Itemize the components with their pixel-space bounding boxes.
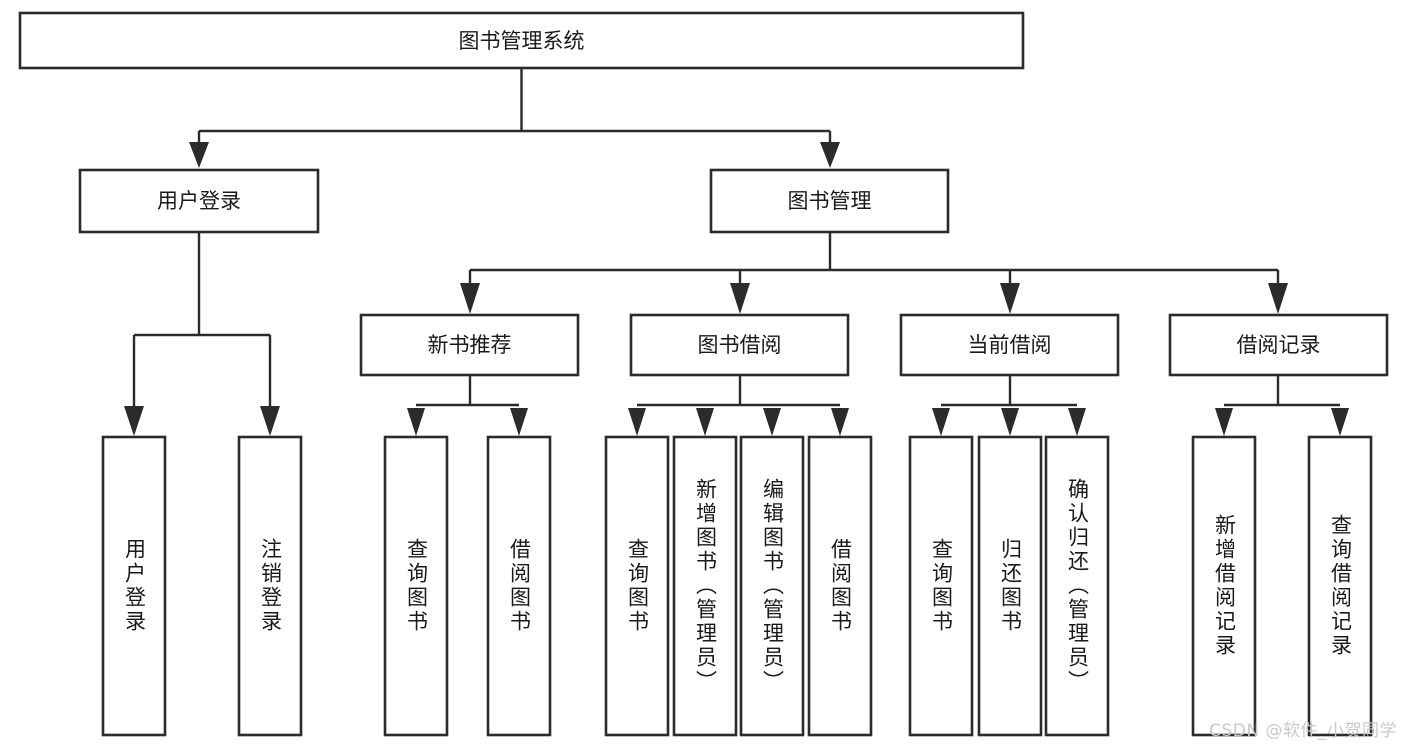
node-root[interactable]: 图书管理系统 bbox=[18, 11, 1025, 70]
node-leaf-borrow-book-1-rect[interactable] bbox=[486, 435, 552, 737]
node-leaf-query-book-3-rect[interactable] bbox=[908, 435, 974, 737]
node-leaf-edit-book-rect[interactable] bbox=[739, 435, 805, 737]
node-leaf-user-login-rect[interactable] bbox=[101, 435, 167, 737]
csdn-watermark: CSDN @软件_小贺同学 bbox=[1209, 721, 1397, 741]
node-book-borrow-rect[interactable] bbox=[629, 313, 850, 377]
arrowhead-leaf-user-login bbox=[124, 406, 144, 436]
node-current-borrow-label: 当前借阅 bbox=[968, 333, 1052, 357]
arrowhead-leaf-logout-login bbox=[260, 406, 280, 436]
node-borrow-record-label: 借阅记录 bbox=[1237, 333, 1321, 357]
arrowhead-new-book-recommend bbox=[460, 283, 480, 314]
node-leaf-query-book-2-rect[interactable] bbox=[604, 435, 670, 737]
node-borrow-record[interactable]: 借阅记录 bbox=[1168, 313, 1389, 377]
node-book-borrow-label: 图书借阅 bbox=[698, 333, 782, 357]
node-root-label: 图书管理系统 bbox=[459, 29, 585, 53]
node-leaf-logout-login-rect[interactable] bbox=[237, 435, 303, 737]
node-leaf-add-book-rect[interactable] bbox=[672, 435, 738, 737]
arrowhead-leaf-query-book-1 bbox=[407, 408, 425, 436]
node-leaf-query-record-rect[interactable] bbox=[1307, 435, 1373, 737]
node-borrow-record-rect[interactable] bbox=[1168, 313, 1389, 377]
node-new-book-recommend[interactable]: 新书推荐 bbox=[359, 313, 580, 377]
arrowhead-leaf-add-record bbox=[1215, 408, 1233, 436]
node-leaf-query-book-1-rect[interactable] bbox=[383, 435, 449, 737]
node-leaf-confirm-return-rect[interactable] bbox=[1044, 435, 1110, 737]
arrowhead-borrow-record bbox=[1268, 283, 1288, 314]
arrowhead-leaf-query-record bbox=[1331, 408, 1349, 436]
arrowhead-leaf-confirm-return bbox=[1068, 408, 1086, 436]
node-book-manage-rect[interactable] bbox=[709, 168, 950, 234]
node-new-book-recommend-label: 新书推荐 bbox=[428, 333, 512, 357]
arrowhead-leaf-borrow-book-2 bbox=[831, 408, 849, 436]
node-current-borrow-rect[interactable] bbox=[899, 313, 1120, 377]
node-leaf-borrow-book-2-rect[interactable] bbox=[807, 435, 873, 737]
arrowhead-leaf-query-book-2 bbox=[628, 408, 646, 436]
node-book-manage[interactable]: 图书管理 bbox=[709, 168, 950, 234]
arrowhead-book-borrow bbox=[730, 283, 750, 314]
node-user-login-label: 用户登录 bbox=[157, 189, 241, 213]
arrowhead-leaf-borrow-book-1 bbox=[510, 408, 528, 436]
node-root-rect[interactable] bbox=[18, 11, 1025, 70]
connector-group bbox=[124, 68, 1349, 436]
arrowhead-user-login bbox=[189, 142, 209, 168]
arrowhead-current-borrow bbox=[1000, 283, 1020, 314]
leaf-node-group bbox=[101, 435, 1373, 737]
node-leaf-return-book-rect[interactable] bbox=[977, 435, 1043, 737]
node-leaf-add-record-rect[interactable] bbox=[1191, 435, 1257, 737]
node-book-borrow[interactable]: 图书借阅 bbox=[629, 313, 850, 377]
node-user-login[interactable]: 用户登录 bbox=[78, 168, 320, 234]
arrowhead-leaf-return-book bbox=[1001, 408, 1019, 436]
node-user-login-rect[interactable] bbox=[78, 168, 320, 234]
arrowhead-leaf-add-book bbox=[696, 408, 714, 436]
arrowhead-leaf-edit-book bbox=[763, 408, 781, 436]
arrowhead-leaf-query-book-3 bbox=[932, 408, 950, 436]
node-book-manage-label: 图书管理 bbox=[788, 189, 872, 213]
arrowhead-book-manage bbox=[820, 142, 840, 168]
node-new-book-recommend-rect[interactable] bbox=[359, 313, 580, 377]
node-current-borrow[interactable]: 当前借阅 bbox=[899, 313, 1120, 377]
